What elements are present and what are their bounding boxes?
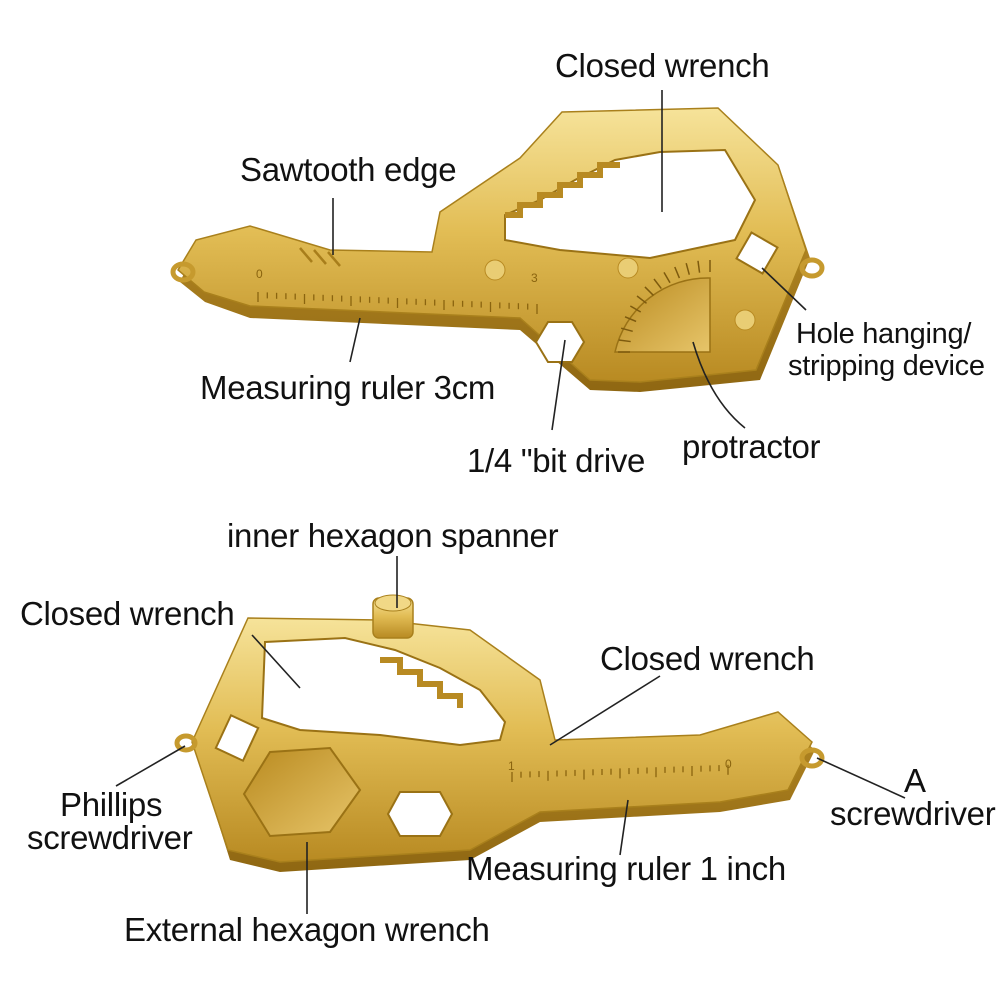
top-right-loop (799, 257, 825, 279)
leader-hole-hanging (761, 267, 807, 311)
leader-a-screwdriver (816, 757, 906, 799)
label-bit-drive: 1/4 "bit drive (467, 442, 646, 479)
bottom-hex-spanner-top (374, 594, 412, 612)
label-inner-hexagon-spanner: inner hexagon spanner (227, 517, 559, 554)
top-hanging-hole (735, 231, 779, 275)
label-protractor: protractor (682, 428, 821, 465)
top-bit-drive-hex (534, 321, 586, 363)
top-protractor-ticks (618, 260, 711, 353)
label-bottom-closed-wrench-right: Closed wrench (600, 640, 815, 677)
top-ruler-mark-start: 0 (256, 267, 263, 281)
protractor-tick (674, 266, 681, 279)
bottom-external-hex (242, 746, 362, 838)
label-bottom-closed-wrench-left: Closed wrench (20, 595, 235, 632)
protractor-tick (663, 271, 671, 284)
protractor-tick (618, 339, 631, 343)
top-ruler-ticks (257, 292, 538, 314)
label-stripping-device: stripping device (788, 350, 985, 382)
protractor-tick (624, 316, 637, 323)
bottom-multitool: 1 0 (174, 594, 825, 872)
top-dimple (617, 257, 639, 279)
protractor-tick (629, 305, 642, 313)
top-sawtooth (299, 247, 341, 267)
top-dimple (484, 259, 506, 281)
bottom-left-loop (174, 733, 198, 753)
label-phillips-line2: screwdriver (27, 819, 193, 856)
leader-measuring-ruler-3cm (349, 317, 361, 363)
leader-bottom-closed-wrench-right (549, 675, 661, 746)
label-measuring-ruler-1inch: Measuring ruler 1 inch (466, 850, 786, 887)
top-left-loop (170, 261, 196, 283)
protractor-tick (685, 262, 691, 275)
protractor-tick (636, 295, 647, 304)
bottom-closed-wrench-opening (260, 636, 507, 747)
leader-lines (115, 90, 906, 914)
top-dimple (734, 309, 756, 331)
label-phillips-line1: Phillips (60, 786, 163, 823)
bottom-ruler-ticks (511, 764, 729, 782)
protractor-tick (653, 278, 662, 289)
leader-bottom-closed-wrench-left (251, 634, 301, 689)
label-a-line2: screwdriver (830, 795, 996, 832)
label-hole-hanging: Hole hanging/ (796, 318, 972, 350)
leader-measuring-ruler-1inch (619, 799, 629, 856)
protractor-tick (620, 327, 633, 333)
label-top-closed-wrench: Closed wrench (555, 47, 770, 84)
top-protractor (614, 277, 711, 353)
bottom-ruler-mark-end: 0 (725, 757, 732, 771)
protractor-tick (644, 286, 654, 296)
protractor-tick (697, 260, 701, 273)
top-multitool: 0 3 (170, 107, 825, 392)
label-external-hexagon-wrench: External hexagon wrench (124, 911, 490, 948)
leader-protractor (692, 341, 746, 429)
leader-phillips (115, 745, 186, 787)
label-sawtooth-edge: Sawtooth edge (240, 151, 457, 188)
label-a-line1: A (904, 762, 926, 799)
top-stepped-teeth (505, 162, 620, 218)
bottom-right-loop (799, 747, 825, 769)
top-ruler-mark-end: 3 (531, 271, 538, 285)
bottom-ruler-mark-start: 1 (508, 759, 515, 773)
bottom-stepped-teeth (380, 657, 463, 708)
leader-bit-drive (551, 339, 566, 431)
bottom-small-hex-hole (386, 791, 454, 837)
label-measuring-ruler-3cm: Measuring ruler 3cm (200, 369, 496, 406)
bottom-phillips-hole (214, 714, 260, 762)
